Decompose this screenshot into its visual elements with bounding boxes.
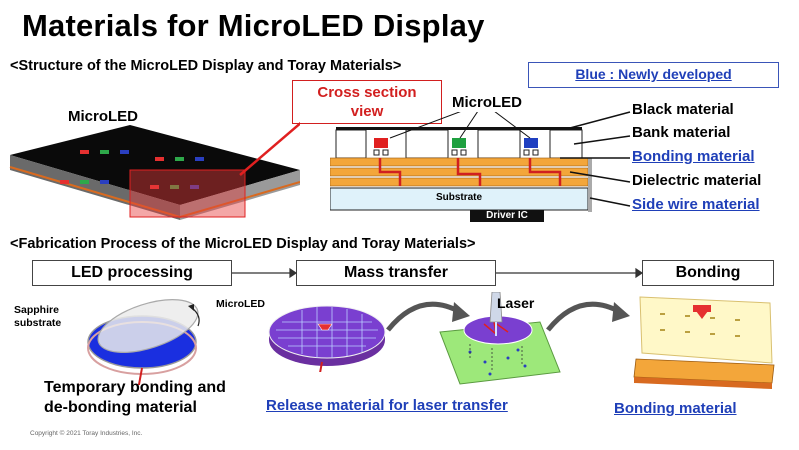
panel-leds [60,150,204,189]
microled-label-right: MicroLED [452,94,523,111]
cross-section-highlight [129,169,246,218]
side-wire [588,158,592,212]
legend-text: Blue : Newly developed [575,66,732,82]
display-panel-illustration [9,121,300,220]
process-arrows [232,267,644,279]
cross-section-diagram [330,112,592,222]
material-label-bonding-process: Bonding material [614,400,737,417]
bonding-illustration [633,296,775,389]
material-label-temporary-bonding: Temporary bonding and de-bonding materia… [44,379,226,416]
material-pointer-arrows [560,111,631,207]
material-label-side-wire: Side wire material [632,196,760,213]
legend-box: Blue : Newly developed [528,62,779,88]
material-label-black: Black material [632,101,734,118]
driver-ic-rect [470,210,544,222]
step-led-processing: LED processing [32,260,232,286]
led-green [452,138,466,148]
substrate-label: Substrate [435,192,483,203]
dielectric-layer-3 [330,177,589,187]
material-label-release: Release material for laser transfer [266,397,508,414]
material-label-bonding: Bonding material [632,148,755,165]
sapphire-disc [97,299,199,353]
transfer-curved-arrows [386,301,630,332]
cross-section-arrow [239,121,300,176]
cross-section-label: Cross section view [317,84,417,120]
page-title: Materials for MicroLED Display [22,8,485,43]
microled-label-left: MicroLED [68,108,139,125]
laser-label: Laser [497,295,535,311]
material-label-bank: Bank material [632,124,731,141]
fabrication-heading: <Fabrication Process of the MicroLED Dis… [10,236,476,252]
step-bonding: Bonding [642,260,774,286]
bank-cells [335,129,583,159]
copyright: Copyright © 2021 Toray Industries, Inc. [30,430,143,437]
led-red [374,138,388,148]
laser-transfer-illustration [439,292,561,385]
cross-section-box: Cross section view [292,80,442,124]
panel-top-face [10,125,300,205]
structure-heading: <Structure of the MicroLED Display and T… [10,58,402,74]
sapphire-label: Sapphire substrate [14,304,62,329]
microled-label-wafer: MicroLED [216,298,266,310]
led-blue [524,138,538,148]
driver-ic-label: Driver IC [486,210,528,221]
led-processing-illustration [87,299,200,385]
wafer-illustration [268,305,386,372]
step-mass-transfer: Mass transfer [296,260,496,286]
material-label-dielectric: Dielectric material [632,172,762,189]
